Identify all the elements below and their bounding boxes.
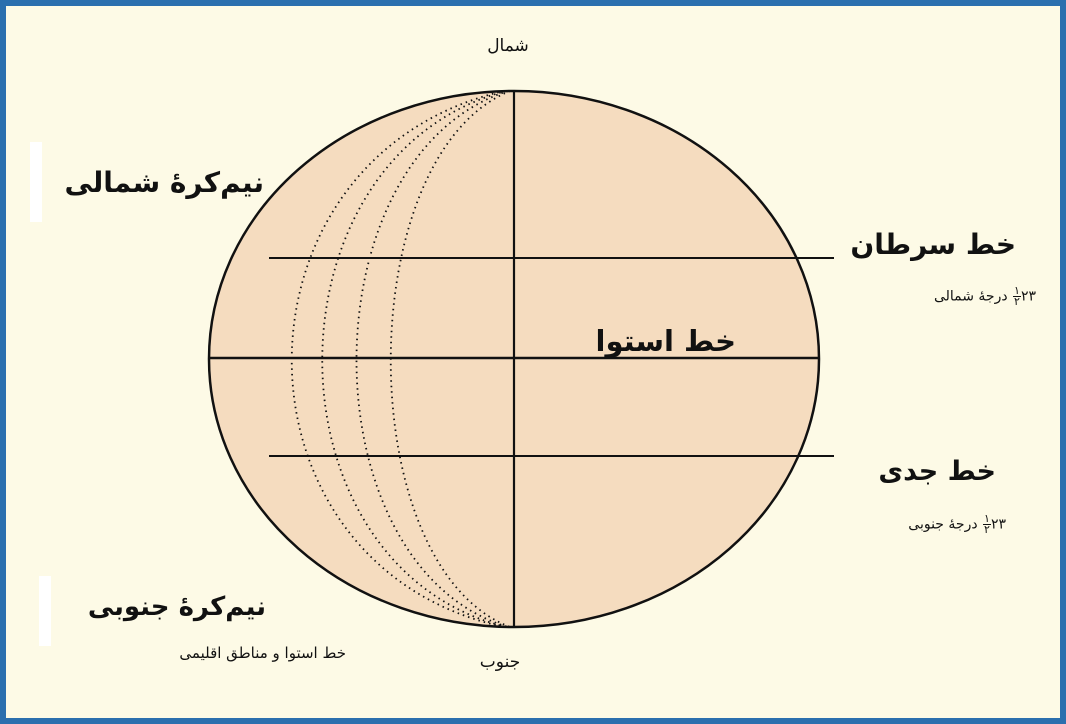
degree-text: درجهٔ شمالی: [934, 289, 1008, 305]
equator-label: خط استوا: [566, 324, 736, 358]
label-bar-south: [39, 576, 51, 646]
northern-hemisphere-label: نیم‌کرهٔ شمالی: [54, 166, 264, 199]
degree-number: ۲۳: [991, 517, 1006, 533]
south-label: جنوب: [460, 652, 540, 672]
degree-text: درجهٔ جنوبی: [908, 517, 977, 533]
southern-hemisphere-label: نیم‌کرهٔ جنوبی: [56, 592, 266, 622]
label-bar-north: [30, 142, 42, 222]
tropic-capricorn-label: خط جدی: [826, 456, 996, 487]
north-label: شمال: [468, 36, 548, 56]
degree-number: ۲۳: [1021, 289, 1036, 305]
tropic-cancer-label: خط سرطان: [846, 228, 1016, 261]
figure-caption: خط استوا و مناطق اقلیمی: [126, 644, 346, 662]
diagram-frame: شمال جنوب نیم‌کرهٔ شمالی نیم‌کرهٔ جنوبی …: [6, 6, 1060, 718]
